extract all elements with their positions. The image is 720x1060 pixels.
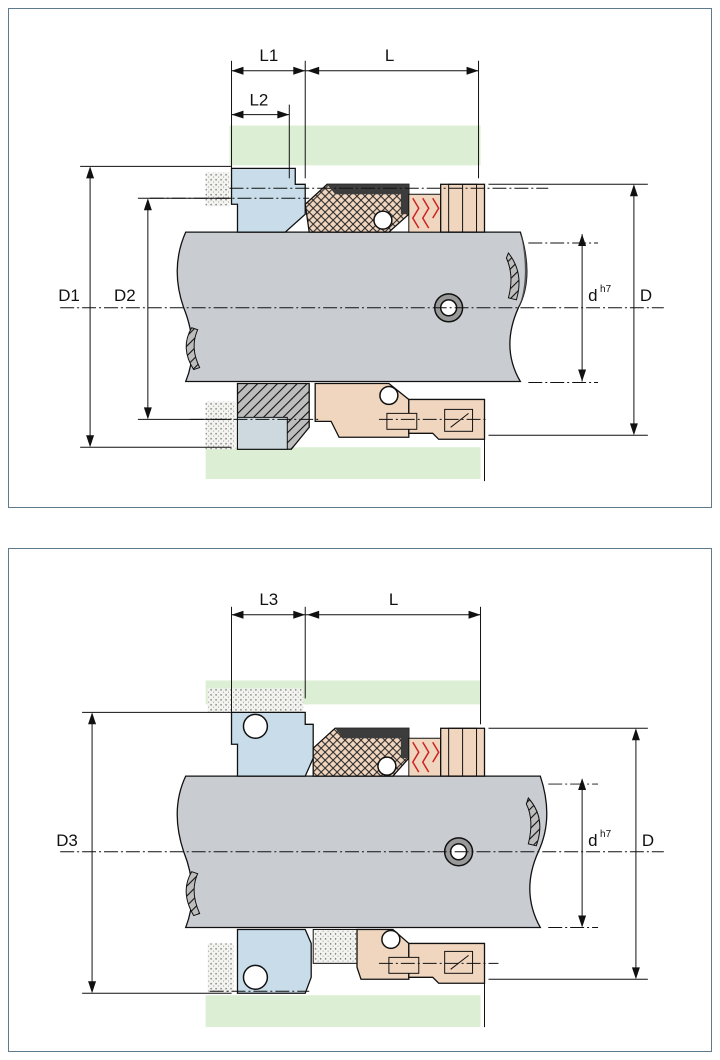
label-outer-d: D: [642, 831, 654, 850]
label-d3: D3: [56, 831, 78, 850]
stationary-seat-upper: [230, 167, 306, 233]
label-l: L: [385, 46, 394, 65]
label-d2: D2: [114, 286, 136, 305]
spring-icon: [408, 193, 442, 233]
housing-band-top: [229, 125, 481, 166]
o-ring-icon: [373, 210, 393, 230]
label-tolerance: h7: [600, 284, 612, 295]
label-l2: L2: [249, 91, 268, 110]
seal-diagram-bottom: L3 L D3 d h7 D: [8, 548, 712, 1052]
label-d1: D1: [58, 286, 80, 305]
seal-drawing-bottom: L3 L D3 d h7 D: [56, 590, 664, 1028]
housing-band-bottom: [205, 995, 481, 1028]
label-tolerance: h7: [600, 829, 612, 840]
label-shaft-d: d: [588, 286, 597, 305]
label-l1: L1: [259, 46, 278, 65]
label-shaft-d: d: [588, 831, 597, 850]
housing-wall-upper: [205, 172, 230, 207]
seal-diagram-top: L1 L L2 D1 D2 d h7 D: [8, 8, 712, 508]
label-outer-d: D: [640, 286, 652, 305]
housing-wall-upper: [207, 688, 304, 713]
housing-wall-lower: [207, 943, 234, 994]
o-ring-icon: [242, 713, 269, 739]
seal-drawing-top: L1 L L2 D1 D2 d h7 D: [58, 46, 664, 482]
shaft: [176, 231, 528, 383]
housing-band-bottom: [205, 447, 481, 480]
label-l: L: [389, 590, 398, 609]
housing-wall-lower: [205, 401, 236, 450]
spring-icon: [408, 737, 442, 777]
label-l3: L3: [259, 590, 278, 609]
